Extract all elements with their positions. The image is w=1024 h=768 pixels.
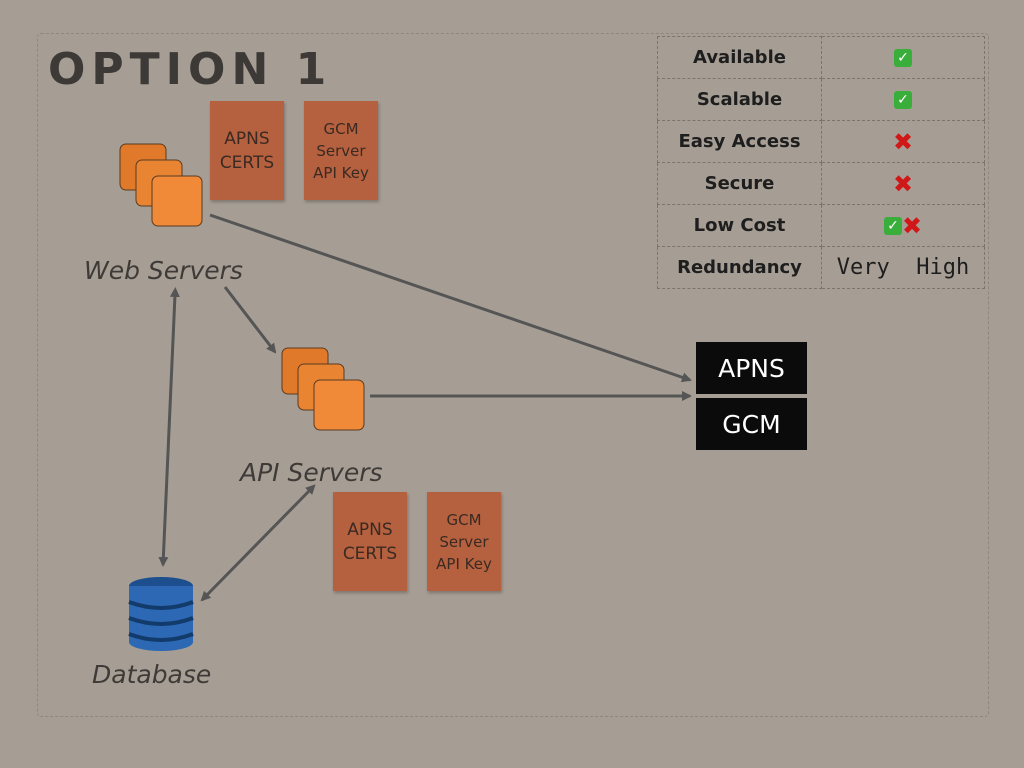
criterion-label: Low Cost — [657, 204, 822, 247]
database-icon — [128, 577, 194, 651]
cross-icon: ✖ — [892, 170, 914, 198]
check-icon: ✓ — [883, 217, 902, 235]
slide-title: OPTION 1 — [48, 44, 333, 95]
table-row: Easy Access ✖ — [657, 120, 985, 163]
web-gcm-key-text: GCM Server API Key — [313, 119, 369, 182]
comparison-table: Available ✓ Scalable ✓ Easy Access ✖ Secure ✖ Lo… — [657, 36, 985, 289]
web-servers-icon — [119, 143, 203, 227]
gcm-service-box: GCM — [696, 398, 807, 450]
table-row: Redundancy Very High — [657, 246, 985, 289]
criterion-value: ✖ — [821, 162, 985, 205]
criterion-label: Secure — [657, 162, 822, 205]
criterion-value: ✖ — [821, 120, 985, 163]
web-apns-certs-card: APNS CERTS — [210, 101, 284, 200]
criterion-label: Easy Access — [657, 120, 822, 163]
criterion-label: Available — [657, 36, 822, 79]
redundancy-value: Very High — [836, 255, 970, 280]
cross-icon: ✖ — [892, 128, 914, 156]
criterion-value: Very High — [821, 246, 985, 289]
slide-frame — [37, 33, 989, 717]
web-gcm-key-card: GCM Server API Key — [304, 101, 378, 200]
arrow-web-db — [158, 287, 180, 567]
check-icon: ✓ — [894, 91, 912, 109]
web-apns-certs-text: APNS CERTS — [219, 128, 275, 173]
arrow-api-db — [200, 484, 316, 602]
api-apns-certs-text: APNS CERTS — [342, 519, 398, 564]
cross-icon: ✖ — [901, 212, 923, 240]
criterion-label: Scalable — [657, 78, 822, 121]
criterion-value: ✓✖ — [821, 204, 985, 247]
api-servers-icon — [281, 347, 365, 431]
api-servers-label: API Servers — [240, 458, 383, 487]
apns-service-box: APNS — [696, 342, 807, 394]
web-servers-label: Web Servers — [84, 256, 243, 285]
api-gcm-key-card: GCM Server API Key — [427, 492, 501, 591]
table-row: Scalable ✓ — [657, 78, 985, 121]
criterion-label: Redundancy — [657, 246, 822, 289]
database-label: Database — [92, 660, 212, 689]
api-apns-certs-card: APNS CERTS — [333, 492, 407, 591]
criterion-value: ✓ — [821, 78, 985, 121]
api-gcm-key-text: GCM Server API Key — [436, 510, 492, 573]
table-row: Secure ✖ — [657, 162, 985, 205]
table-row: Low Cost✓✖ — [657, 204, 985, 247]
table-row: Available ✓ — [657, 36, 985, 79]
arrow-web-to-apns — [209, 213, 692, 383]
arrow-web-to-api — [223, 286, 277, 354]
criterion-value: ✓ — [821, 36, 985, 79]
check-icon: ✓ — [894, 49, 912, 67]
